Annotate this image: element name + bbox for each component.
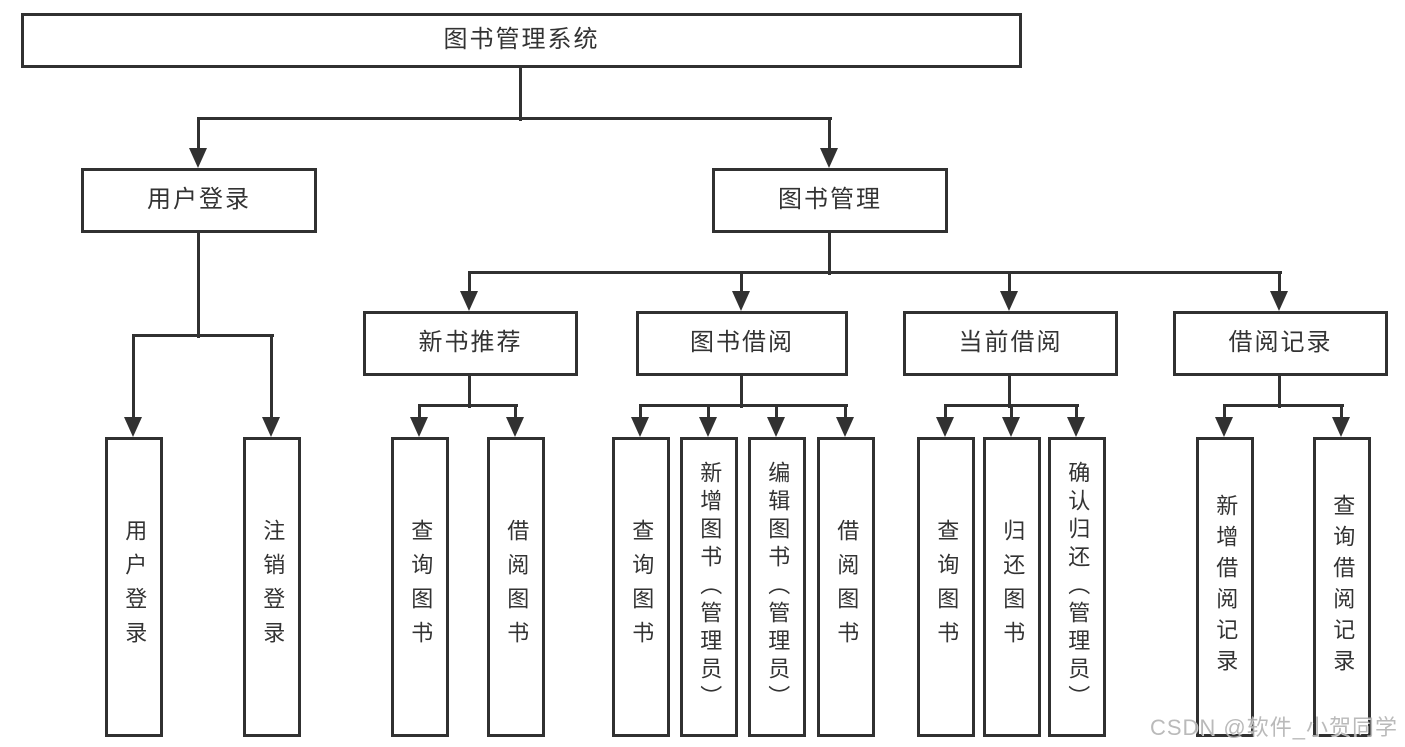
- node-leaf-bb-query: 查询图书: [612, 437, 670, 737]
- connector-hline: [468, 271, 1282, 274]
- arrowhead-icon: [124, 417, 142, 437]
- connector-vline: [1075, 404, 1078, 417]
- arrowhead-icon: [631, 417, 649, 437]
- connector-vline: [468, 271, 471, 291]
- node-leaf-cb-confirm: 确认归还（管理员）: [1048, 437, 1106, 737]
- connector-vline: [1278, 271, 1281, 291]
- node-user-login: 用户登录: [81, 168, 317, 233]
- connector-vline: [844, 404, 847, 417]
- connector-vline: [740, 271, 743, 291]
- connector-vline: [1008, 376, 1011, 408]
- arrowhead-icon: [460, 291, 478, 311]
- node-book-borrow: 图书借阅: [636, 311, 848, 376]
- connector-hline: [418, 404, 518, 407]
- connector-hline: [639, 404, 848, 407]
- watermark: CSDN @软件_小贺同学: [1149, 715, 1398, 740]
- arrowhead-icon: [262, 417, 280, 437]
- arrowhead-icon: [1215, 417, 1233, 437]
- node-leaf-bb-borrow: 借阅图书: [817, 437, 875, 737]
- connector-vline: [828, 233, 831, 275]
- node-leaf-cb-return: 归还图书: [983, 437, 1041, 737]
- node-new-book-rec: 新书推荐: [363, 311, 578, 376]
- connector-vline: [944, 404, 947, 417]
- connector-vline: [197, 117, 200, 148]
- arrowhead-icon: [699, 417, 717, 437]
- arrowhead-icon: [1000, 291, 1018, 311]
- node-leaf-nr-query: 查询图书: [391, 437, 449, 737]
- arrowhead-icon: [820, 148, 838, 168]
- node-leaf-br-add: 新增借阅记录: [1196, 437, 1254, 737]
- arrowhead-icon: [732, 291, 750, 311]
- connector-hline: [1223, 404, 1344, 407]
- connector-vline: [639, 404, 642, 417]
- connector-vline: [519, 68, 522, 121]
- arrowhead-icon: [767, 417, 785, 437]
- connector-vline: [1008, 271, 1011, 291]
- arrowhead-icon: [506, 417, 524, 437]
- node-leaf-bb-edit: 编辑图书（管理员）: [748, 437, 806, 737]
- node-borrow-records: 借阅记录: [1173, 311, 1388, 376]
- connector-hline: [197, 117, 832, 120]
- connector-vline: [1278, 376, 1281, 408]
- node-leaf-user-login: 用户登录: [105, 437, 163, 737]
- connector-vline: [828, 117, 831, 148]
- connector-vline: [1010, 404, 1013, 417]
- connector-vline: [707, 404, 710, 417]
- connector-vline: [270, 334, 273, 417]
- node-leaf-nr-borrow: 借阅图书: [487, 437, 545, 737]
- connector-vline: [514, 404, 517, 417]
- connector-vline: [132, 334, 135, 417]
- arrowhead-icon: [836, 417, 854, 437]
- connector-vline: [775, 404, 778, 417]
- node-root: 图书管理系统: [21, 13, 1022, 68]
- node-book-mgmt: 图书管理: [712, 168, 948, 233]
- connector-vline: [418, 404, 421, 417]
- node-current-borrow: 当前借阅: [903, 311, 1118, 376]
- node-leaf-logout: 注销登录: [243, 437, 301, 737]
- connector-vline: [1340, 404, 1343, 417]
- connector-vline: [468, 376, 471, 408]
- connector-vline: [197, 233, 200, 338]
- node-leaf-bb-add: 新增图书（管理员）: [680, 437, 738, 737]
- node-leaf-cb-query: 查询图书: [917, 437, 975, 737]
- arrowhead-icon: [410, 417, 428, 437]
- arrowhead-icon: [1067, 417, 1085, 437]
- node-leaf-br-query: 查询借阅记录: [1313, 437, 1371, 737]
- arrowhead-icon: [1002, 417, 1020, 437]
- arrowhead-icon: [1270, 291, 1288, 311]
- connector-vline: [1223, 404, 1226, 417]
- arrowhead-icon: [936, 417, 954, 437]
- arrowhead-icon: [189, 148, 207, 168]
- connector-vline: [740, 376, 743, 408]
- connector-hline: [132, 334, 274, 337]
- arrowhead-icon: [1332, 417, 1350, 437]
